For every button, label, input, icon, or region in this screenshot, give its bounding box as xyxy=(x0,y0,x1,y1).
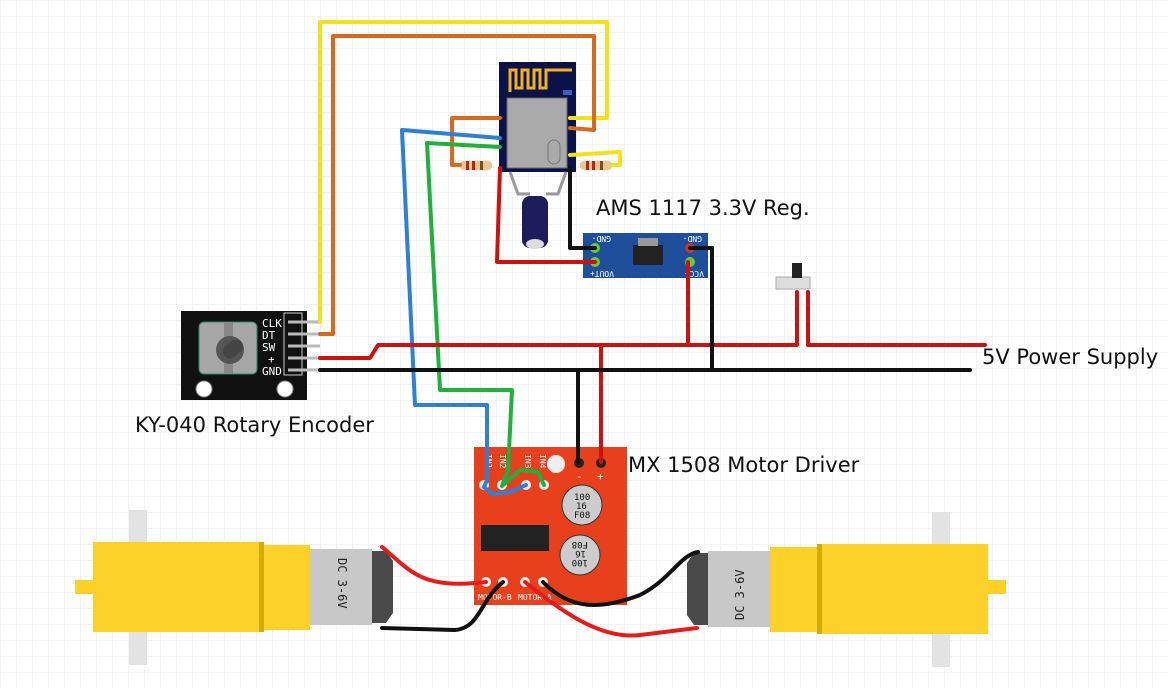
wire-red-5v[interactable] xyxy=(318,290,799,360)
driver-plus: + xyxy=(597,470,604,483)
ky040-rotary-encoder[interactable]: CLK DT SW + GND xyxy=(181,311,320,400)
left-motor-label: DC 3-6V xyxy=(335,558,349,609)
cap-text-2: 16 xyxy=(576,502,587,512)
pin-clk: CLK xyxy=(262,317,282,330)
cap2-text-2: 16 xyxy=(575,548,586,558)
label-motor-driver: MX 1508 Motor Driver xyxy=(628,453,860,477)
pin-plus: + xyxy=(268,353,275,366)
wire-red-left-motor[interactable] xyxy=(380,545,488,586)
capacitor-top: 100 16 F08 xyxy=(561,484,603,526)
wire-black-reg[interactable] xyxy=(688,246,714,372)
wire-black-right-motor[interactable] xyxy=(541,550,700,607)
cap-text-1: 100 xyxy=(574,493,590,503)
cap-text-3: F08 xyxy=(574,511,590,521)
right-dc-motor[interactable]: DC 3-6V xyxy=(687,512,1006,667)
driver-motor-b: MOTOR-B xyxy=(478,593,512,602)
reg-vcc: VCC+ xyxy=(685,269,704,278)
label-power-supply: 5V Power Supply xyxy=(982,345,1158,369)
wire-red-esp[interactable] xyxy=(495,166,597,264)
wire-red-5v-right[interactable] xyxy=(806,290,987,347)
resistor-right[interactable] xyxy=(580,161,612,170)
driver-in3: IN3 xyxy=(523,454,532,469)
driver-in4: IN4 xyxy=(538,454,547,469)
label-regulator: AMS 1117 3.3V Reg. xyxy=(596,196,810,220)
wire-red-right-motor[interactable] xyxy=(523,580,699,638)
esp8266-module[interactable] xyxy=(499,62,576,172)
reg-vout: VOUT+ xyxy=(590,269,614,278)
slide-switch[interactable] xyxy=(775,263,811,290)
wire-blue[interactable] xyxy=(400,128,528,496)
mx1508-motor-driver[interactable]: - + IN1 IN2 IN3 IN4 100 16 F08 100 16 F0… xyxy=(474,447,627,605)
driver-minus: - xyxy=(576,470,583,483)
wires xyxy=(318,20,987,638)
pin-gnd: GND xyxy=(262,365,282,378)
wire-orange-dt[interactable] xyxy=(318,34,596,336)
reg-gnd-right: GND- xyxy=(683,234,702,243)
wire-green[interactable] xyxy=(425,141,546,488)
pin-sw: SW xyxy=(262,341,276,354)
reg-gnd-left: GND- xyxy=(592,234,611,243)
wire-black-esp[interactable] xyxy=(568,166,597,250)
capacitor-bottom: 100 16 F08 xyxy=(559,534,601,576)
label-encoder: KY-040 Rotary Encoder xyxy=(135,413,374,437)
right-motor-label: DC 3-6V xyxy=(733,569,747,620)
left-dc-motor[interactable]: DC 3-6V xyxy=(75,510,393,665)
cap2-text-3: F08 xyxy=(572,539,588,549)
wire-black-left-motor[interactable] xyxy=(380,580,505,632)
driver-motor-a: MOTOR-A xyxy=(518,593,552,602)
wire-yellow-resistor[interactable] xyxy=(568,150,622,167)
resistor-left[interactable] xyxy=(460,161,492,170)
driver-in2: IN2 xyxy=(498,454,507,469)
encoder-pin-labels: CLK DT SW + GND xyxy=(262,317,282,378)
cap2-text-1: 100 xyxy=(572,557,588,567)
wire-orange-esp[interactable] xyxy=(450,116,502,167)
electrolytic-capacitor[interactable] xyxy=(508,171,568,249)
pin-dt: DT xyxy=(262,329,276,342)
